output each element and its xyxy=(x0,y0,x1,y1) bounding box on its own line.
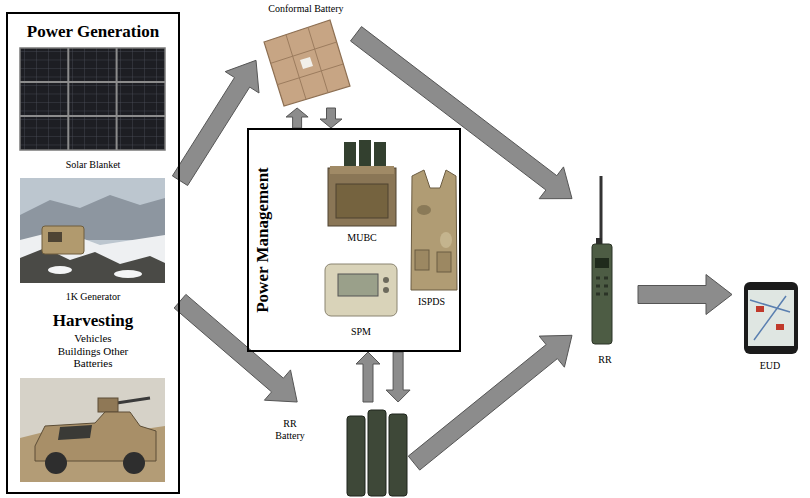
snow-patch xyxy=(48,266,72,274)
block-arrow xyxy=(386,352,410,402)
vest-pouch xyxy=(437,252,451,272)
generator-panel xyxy=(48,232,62,242)
group-box: Power GenerationSolar Blanket 1K Generato… xyxy=(6,12,180,494)
camo-patch xyxy=(417,205,431,215)
node-label: Solar Blanket xyxy=(8,159,178,171)
block-arrow xyxy=(174,294,297,402)
solar-panel-seam xyxy=(20,48,165,150)
component-box: Conformal Battery xyxy=(256,2,356,108)
vest xyxy=(411,170,457,290)
map-marker xyxy=(756,306,764,312)
component-box: MUBC xyxy=(322,136,402,250)
vest-pouch xyxy=(415,250,429,270)
wheel xyxy=(123,452,145,474)
block-arrow xyxy=(408,335,572,470)
charger-front xyxy=(336,184,388,218)
component-box: ISPDS xyxy=(405,165,458,315)
node-label: Conformal Battery xyxy=(256,3,356,15)
node-label: MUBC xyxy=(322,232,402,244)
radio-keypad xyxy=(596,278,608,294)
component-box: EUD xyxy=(732,278,808,378)
spm-screen xyxy=(338,274,378,296)
node-label: SPM xyxy=(320,326,402,338)
sky xyxy=(20,178,165,283)
phone-body xyxy=(744,282,798,354)
solar-blanket-picture xyxy=(20,48,165,150)
radio-body xyxy=(592,244,612,344)
node-label: EUD xyxy=(732,360,808,372)
block-arrow xyxy=(351,27,573,199)
node-label: RR Battery xyxy=(268,418,312,441)
block-arrow xyxy=(356,352,380,402)
battery-brick xyxy=(389,414,407,496)
map-marker xyxy=(776,324,784,330)
block-arrow xyxy=(286,108,308,128)
solar-blanket xyxy=(20,48,165,150)
node-label: ISPDS xyxy=(405,296,458,308)
battery-brick xyxy=(368,410,386,496)
phone-screen xyxy=(748,290,794,346)
radio-picture xyxy=(592,176,612,344)
component-box: RR xyxy=(572,168,638,372)
ispds-picture xyxy=(411,170,457,290)
battery-grid xyxy=(271,27,344,99)
antenna xyxy=(600,176,603,246)
charger-lid xyxy=(330,166,394,174)
conformal-battery xyxy=(264,20,350,106)
rr-battery-picture xyxy=(347,410,407,496)
heading-text: Harvesting xyxy=(8,311,178,331)
battery-brick xyxy=(347,416,365,496)
spm-button xyxy=(383,287,389,293)
node-label: Vehicles Buildings Other Batteries xyxy=(55,332,131,370)
heading-text: Power Management xyxy=(253,167,273,313)
charger-case xyxy=(328,168,396,226)
vehicle-picture xyxy=(20,378,165,482)
conformal-battery-picture xyxy=(264,20,350,106)
sky xyxy=(20,378,165,482)
snow-patch xyxy=(114,270,142,278)
node-label: 1K Generator xyxy=(8,291,178,303)
spm-picture xyxy=(325,264,397,316)
component-box: RR Battery xyxy=(268,402,414,496)
eud-picture xyxy=(744,282,798,354)
spm-case xyxy=(325,264,397,316)
block-arrow xyxy=(320,108,342,128)
map-road xyxy=(750,296,790,340)
block-arrow xyxy=(172,60,259,185)
windshield xyxy=(58,425,92,440)
spm-button xyxy=(383,277,389,283)
wheel xyxy=(45,452,67,474)
camo-patch xyxy=(440,232,452,248)
group-box: Power Management MUBC SPM ISPDS xyxy=(247,128,461,352)
radio-display xyxy=(595,258,609,268)
block-arrow xyxy=(638,275,732,315)
heading-text: Power Generation xyxy=(8,22,178,42)
component-box: SPM xyxy=(320,256,402,346)
turret xyxy=(98,398,118,412)
generator-picture xyxy=(20,178,165,283)
generator xyxy=(42,226,84,254)
mubc-picture xyxy=(328,140,396,226)
battery-label xyxy=(300,57,313,69)
node-label: RR xyxy=(572,354,638,366)
rocks xyxy=(20,248,165,283)
